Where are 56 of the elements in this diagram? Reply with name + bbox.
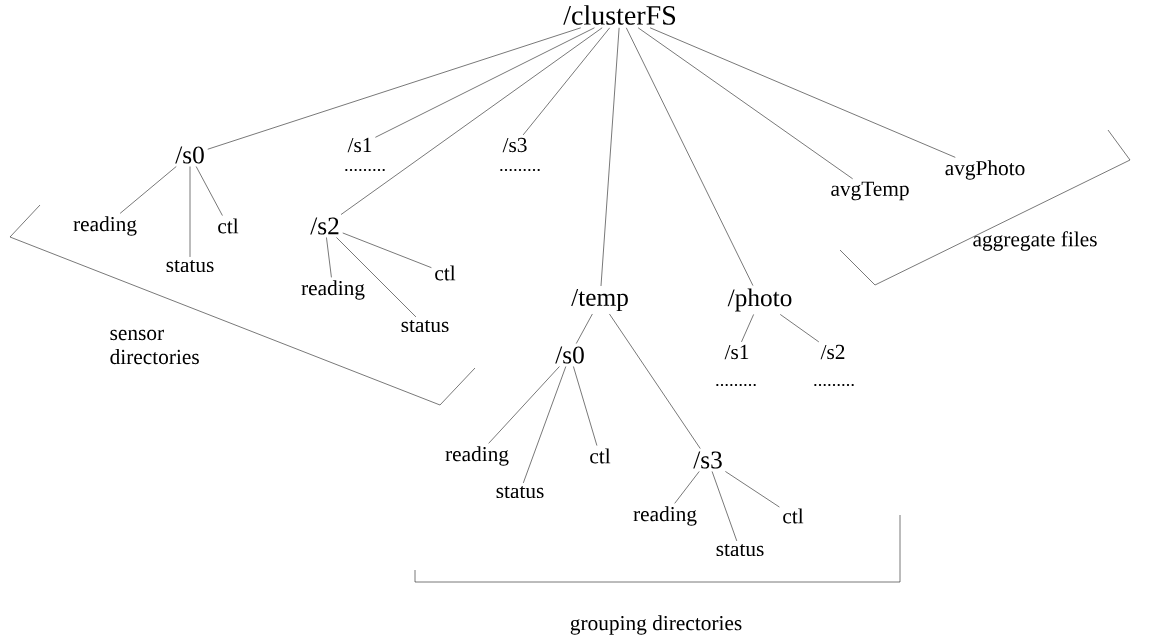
directory-label: reading <box>73 216 137 236</box>
directory-label: ctl <box>783 508 804 524</box>
tree-line <box>336 237 417 318</box>
directory-label: status <box>166 259 214 273</box>
directory-label: status <box>401 319 449 333</box>
tree-line <box>600 27 620 287</box>
tree-line <box>488 366 560 444</box>
tree-line <box>119 166 177 214</box>
tree-line <box>780 314 820 343</box>
tree-line <box>725 471 780 508</box>
tree-line <box>342 232 432 268</box>
tree-line <box>523 366 567 484</box>
directory-label: ctl <box>435 265 456 281</box>
tree-line <box>573 366 598 446</box>
dots: ......... <box>500 168 540 172</box>
directory-label: reading <box>301 280 365 300</box>
directory-label: status <box>716 543 764 557</box>
dots: ......... <box>716 383 756 387</box>
annotation-text: aggregate files <box>973 231 1097 251</box>
directory-label: /temp <box>571 288 628 312</box>
tree-line <box>195 166 223 216</box>
directory-label: /s1 <box>724 344 749 360</box>
tree-line <box>207 27 582 150</box>
tree-line <box>637 27 853 180</box>
tree-line <box>326 237 332 278</box>
directory-label: avgTemp <box>831 181 909 201</box>
directory-label: avgPhoto <box>945 160 1025 180</box>
directory-label: /s2 <box>820 344 845 360</box>
tree-line <box>375 27 595 138</box>
tree-line <box>711 471 738 542</box>
directory-label: reading <box>445 446 509 466</box>
annotation-text: sensor directories <box>110 329 199 365</box>
directory-label: /photo <box>727 288 792 312</box>
dots: ......... <box>814 383 854 387</box>
annotation-text: grouping directories <box>570 615 742 635</box>
directory-label: /s1 <box>347 137 372 153</box>
directory-label: /s0 <box>555 346 584 364</box>
directory-label: /s3 <box>502 137 527 153</box>
tree-line <box>609 313 701 449</box>
directory-label: /clusterFS <box>563 5 676 25</box>
directory-label: /s2 <box>310 217 339 235</box>
tree-line <box>522 27 610 136</box>
directory-label: /s3 <box>693 451 722 469</box>
directory-label: reading <box>633 506 697 526</box>
directory-label: ctl <box>218 218 239 234</box>
tree-line <box>340 27 603 215</box>
tree-line <box>741 314 754 343</box>
tree-line <box>576 313 593 344</box>
tree-line <box>649 27 956 158</box>
directory-label: ctl <box>590 448 611 464</box>
directory-label: status <box>496 485 544 499</box>
tree-line <box>189 166 191 258</box>
directory-label: /s0 <box>175 146 204 164</box>
tree-line <box>674 471 700 504</box>
dots: ......... <box>345 168 385 172</box>
tree-line <box>626 27 754 286</box>
